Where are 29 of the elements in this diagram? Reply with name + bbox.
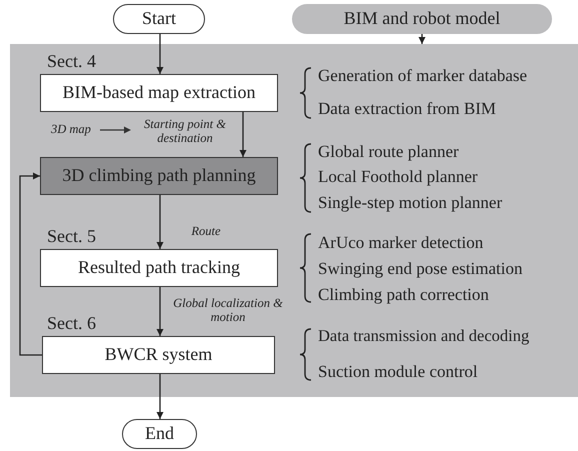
process-box: Resulted path tracking: [40, 249, 278, 287]
feature-item: Local Foothold planner: [318, 168, 478, 185]
input-pill: BIM and robot model: [292, 4, 552, 34]
feature-item: ArUco marker detection: [318, 234, 484, 251]
feature-item: Single-step motion planner: [318, 194, 502, 211]
arrow: [240, 112, 246, 157]
terminal-node: End: [122, 419, 197, 449]
section-panel: [10, 44, 578, 397]
feature-item: Suction module control: [318, 363, 478, 380]
feature-item: Climbing path correction: [318, 286, 489, 303]
arrow: [156, 195, 164, 249]
section-label: Sect. 6: [47, 314, 96, 332]
process-box: 3D climbing path planning: [40, 157, 278, 195]
arrow: [418, 34, 426, 44]
arrow: [156, 34, 164, 74]
section-label: Sect. 5: [47, 227, 96, 245]
process-box: BWCR system: [42, 336, 275, 374]
feature-item: Data transmission and decoding: [318, 328, 530, 344]
arrow: [19, 172, 42, 356]
feature-item: Data extraction from BIM: [318, 100, 496, 117]
arrow: [156, 287, 164, 336]
section-label: Sect. 4: [47, 52, 96, 70]
input-label: 3D map: [50, 122, 92, 136]
feature-item: Global route planner: [318, 143, 459, 160]
feature-item: Swinging end pose estimation: [318, 260, 522, 277]
feature-item: Generation of marker database: [318, 67, 528, 84]
terminal-node: Start: [113, 4, 205, 34]
arrow: [156, 374, 164, 419]
process-box: BIM-based map extraction: [40, 74, 278, 112]
